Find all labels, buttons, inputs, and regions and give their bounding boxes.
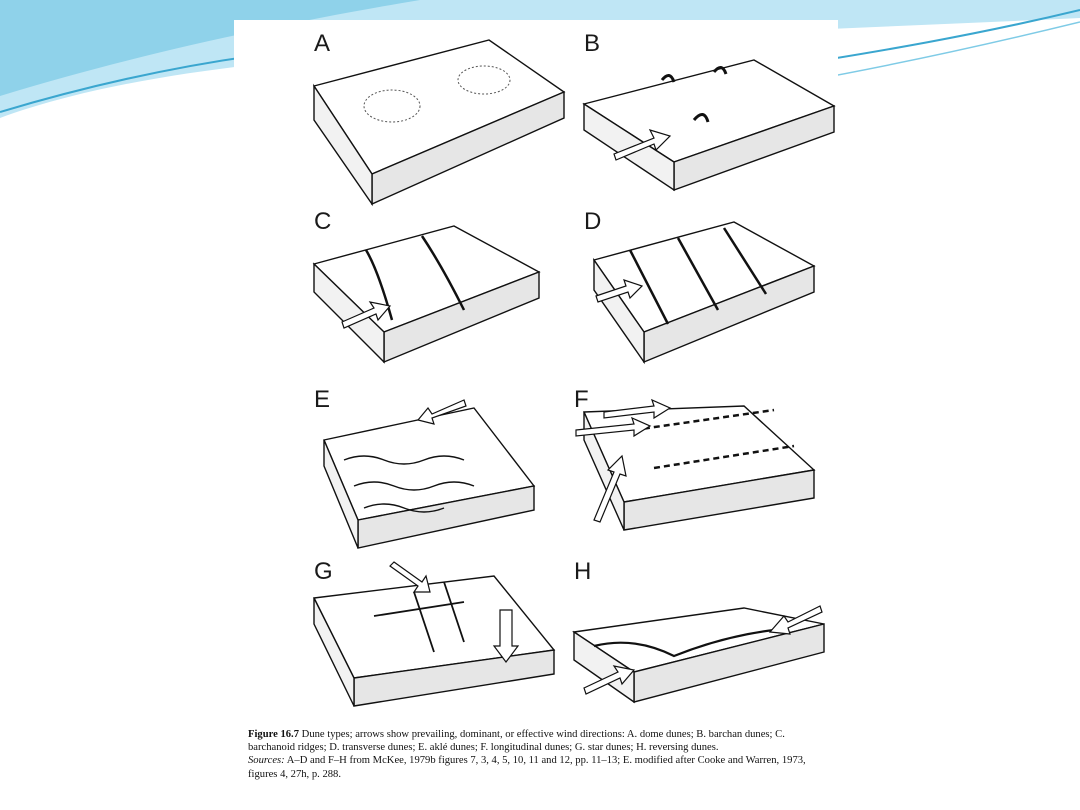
panel-b: B: [582, 30, 864, 202]
panel-c: C: [312, 208, 594, 380]
sources-label: Sources:: [248, 755, 285, 767]
panel-g: G: [312, 558, 594, 730]
panel-letter-g: G: [314, 558, 333, 585]
akle-dunes-block: [323, 399, 536, 549]
panel-letter-a: A: [314, 30, 331, 57]
reversing-dunes-block: [572, 605, 825, 704]
longitudinal-dunes-block: [575, 398, 816, 531]
panel-d: D: [584, 208, 864, 380]
panel-letter-b: B: [584, 30, 601, 57]
transverse-dunes-block: [592, 221, 816, 365]
panel-f: F: [574, 386, 854, 558]
panel-a: A: [312, 30, 594, 207]
panel-h: H: [572, 558, 854, 730]
panel-letter-f: F: [574, 386, 589, 413]
panel-letter-c: C: [314, 208, 332, 235]
barchan-dunes-block: [582, 59, 836, 192]
panel-e: E: [314, 386, 594, 558]
star-dunes-block: [312, 561, 556, 707]
sources-text: A–D and F–H from McKee, 1979b figures 7,…: [248, 755, 806, 780]
panel-letter-d: D: [584, 208, 602, 235]
panel-letter-h: H: [574, 558, 592, 585]
figure-caption-text: Dune types; arrows show prevailing, domi…: [248, 729, 785, 754]
barchanoid-ridges-block: [312, 225, 541, 364]
figure-card: A B C: [234, 20, 838, 810]
figure-caption: Figure 16.7 Dune types; arrows show prev…: [248, 728, 808, 781]
figure-label: Figure 16.7: [248, 729, 300, 740]
dome-dunes-block: [312, 39, 566, 207]
panel-letter-e: E: [314, 386, 331, 413]
